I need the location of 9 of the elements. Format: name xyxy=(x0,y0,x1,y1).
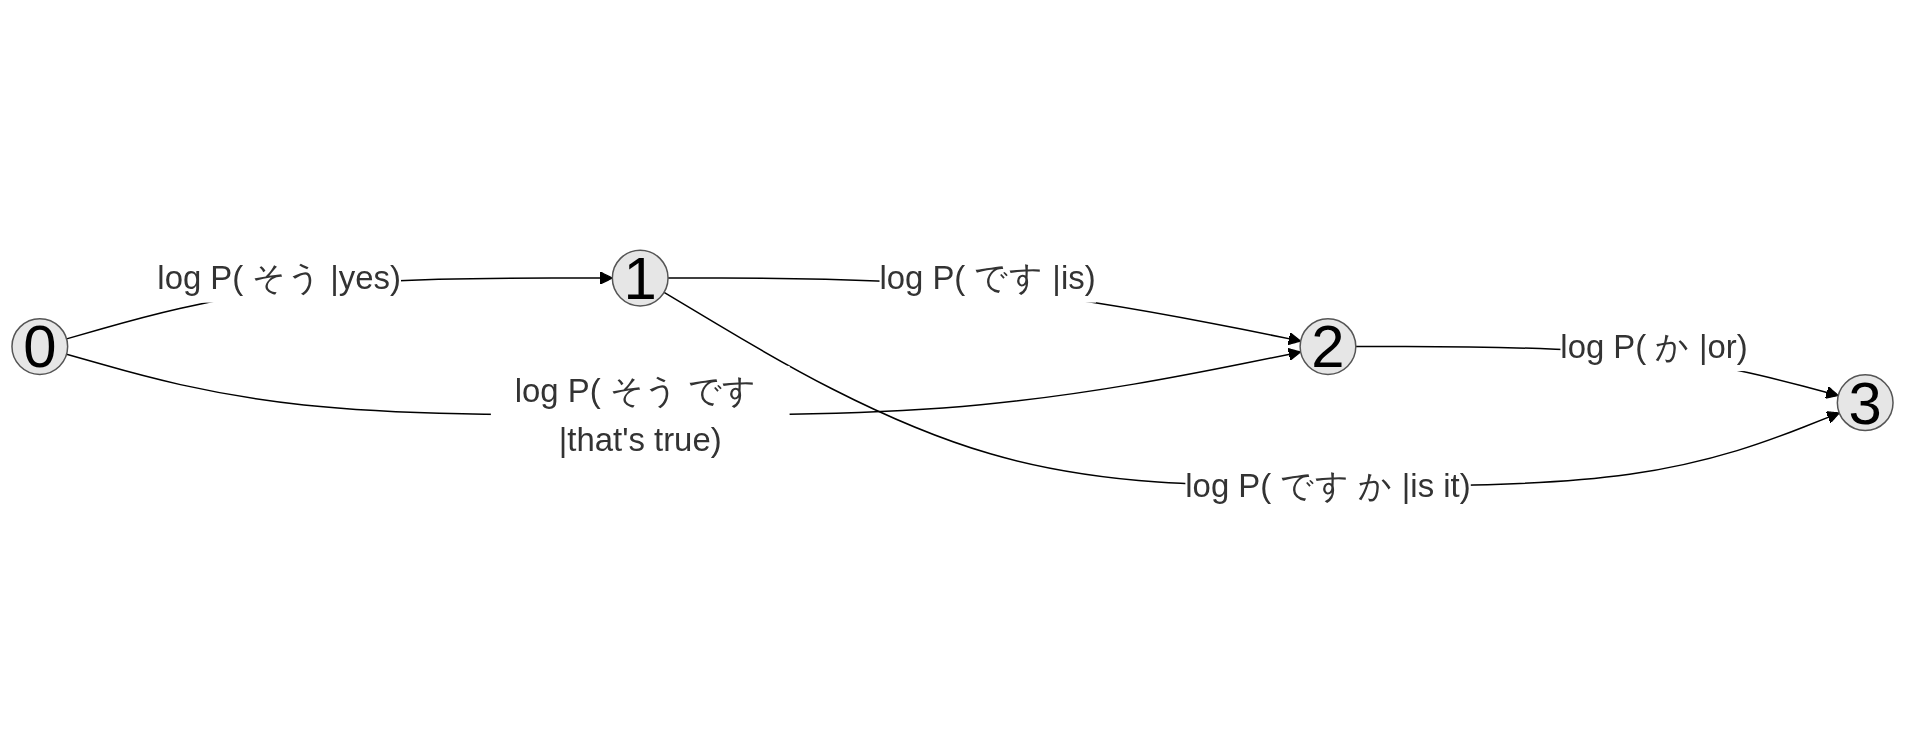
edge-label: log P( そう です |that's true) xyxy=(514,371,757,459)
edge-label: log P( そう |yes) xyxy=(157,259,401,297)
edge-label: log P( です |is) xyxy=(879,259,1096,297)
node-circle: 0 xyxy=(11,317,69,376)
node-circle: 1 xyxy=(611,249,669,307)
edge-label: log P( か |or) xyxy=(1560,327,1748,366)
node-circle: 2 xyxy=(1299,317,1357,376)
edge-label: log P( です か |is it) xyxy=(1185,467,1471,505)
node-circle: 3 xyxy=(1836,374,1894,432)
